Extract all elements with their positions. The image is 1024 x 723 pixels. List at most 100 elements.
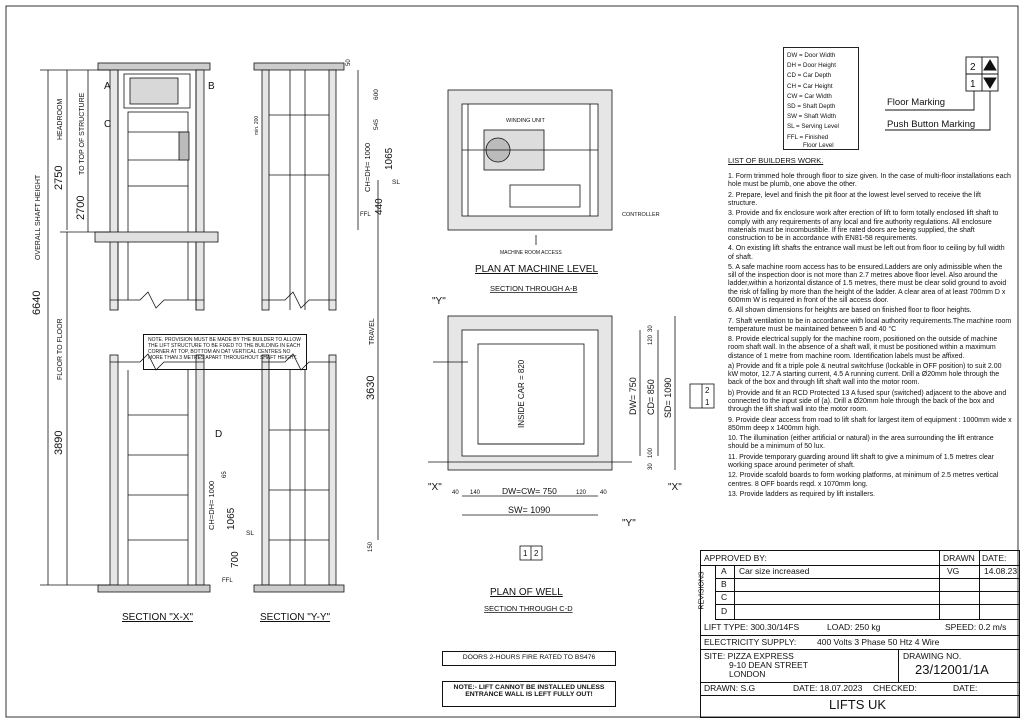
note-item: 4. On existing lift shafts the entrance … [728, 245, 1005, 261]
note-item: 6. All shown dimensions for heights are … [728, 307, 972, 315]
sl-left: SL [246, 530, 254, 537]
legend-item: FFL = Finished [787, 133, 829, 141]
cd-dim: CD= 850 [646, 379, 656, 415]
x-marker-right: "X" [668, 482, 682, 493]
dim-120-side: 120 [648, 334, 654, 345]
dim-1000b: CH=DH= 1000 [207, 481, 216, 530]
dwcw-dim: DW=CW= 750 [502, 486, 557, 496]
abbreviation-legend: DW = Door Width DH = Door Height CD = Ca… [783, 47, 859, 150]
note-item: 11. Provide temporary guarding around li… [728, 453, 994, 469]
rev-letter: D [721, 606, 728, 616]
section-yy-title: SECTION "Y-Y" [260, 612, 331, 623]
legend-item: Floor Level [803, 141, 834, 149]
sw-dim: SW= 1090 [508, 505, 550, 515]
electricity-value: 400 Volts 3 Phase 50 Htz 4 Wire [817, 637, 940, 647]
controller-label: CONTROLLER [622, 212, 660, 218]
lift-speed: SPEED: 0.2 m/s [945, 622, 1007, 632]
note-item: a) Provide and fit a triple pole & neutr… [728, 362, 1002, 387]
dim-700: 700 [230, 551, 241, 568]
dim-3630: 3630 [365, 376, 377, 400]
label-floor-to-floor: FLOOR TO FLOOR [57, 318, 64, 380]
dim-65: 65 [222, 471, 228, 478]
ffl-top: FFL [360, 212, 371, 218]
drawn-row: DRAWN: S.G DATE: 18.07.2023 CHECKED: DAT… [701, 682, 1019, 696]
rev-letter: B [721, 579, 727, 589]
section-ab-title: SECTION THROUGH A-B [490, 284, 577, 293]
svg-text:2: 2 [705, 386, 710, 395]
label-headroom: HEADROOM [57, 99, 64, 140]
revisions-column: REVISIONS [699, 565, 716, 619]
note-item: 3. Provide and fix enclosure work after … [728, 210, 999, 242]
legend-item: CD = Car Depth [787, 72, 832, 80]
w40b: 40 [600, 490, 607, 496]
floor-marking-label: Floor Marking [887, 97, 945, 108]
drawn-header: DRAWN [943, 553, 975, 563]
section-xx-title: SECTION "X-X" [122, 612, 193, 623]
dim-2750: 2750 [53, 166, 65, 190]
dim-1000: CH=DH= 1000 [363, 143, 372, 192]
site-address-2: LONDON [729, 669, 766, 679]
dim-3890: 3890 [53, 431, 65, 455]
marking-2: 2 [970, 62, 976, 73]
w120: 120 [576, 490, 587, 496]
site-name: SITE: PIZZA EXPRESS [704, 651, 794, 661]
dim-440: 440 [374, 198, 385, 215]
approved-row: APPROVED BY: DRAWN DATE: [701, 551, 1019, 566]
title-block: APPROVED BY: DRAWN DATE: REVISIONS A Car… [699, 550, 1020, 718]
plan-well-title: PLAN OF WELL [490, 587, 563, 598]
revision-row: B [715, 578, 1019, 592]
section-xx-drawing [40, 62, 219, 593]
w40a: 40 [452, 490, 459, 496]
winding-unit-label: WINDING UNIT [506, 118, 545, 124]
svg-text:2: 2 [534, 549, 539, 558]
plan-well-marking: 1 2 2 1 [519, 383, 715, 561]
revision-row: A Car size increased VG 14.08.23 [715, 565, 1019, 579]
dim-545: 545 [373, 119, 380, 130]
note-item: 8. Provide electrical supply for the mac… [728, 336, 998, 360]
drawn-date: DATE: 18.07.2023 [793, 683, 863, 693]
section-cd-title: SECTION THROUGH C-D [484, 604, 573, 613]
doors-fire-note: DOORS 2-HOURS FIRE RATED TO BS476 [442, 651, 616, 666]
dim-600: 600 [373, 89, 380, 100]
dim-1065b: 1065 [226, 507, 237, 530]
company-name: LIFTS UK [829, 697, 887, 712]
dim-150: 150 [368, 541, 374, 552]
marker-c: C [104, 119, 111, 130]
dim-50-top: 50 [346, 59, 352, 66]
lift-type-row: LIFT TYPE: 300.30/14FS LOAD: 250 kg SPEE… [701, 619, 1019, 636]
lift-load: LOAD: 250 kg [827, 622, 881, 632]
dim-30b: 30 [648, 463, 654, 470]
checked-date: DATE: [953, 683, 978, 693]
inside-car-dim: INSIDE CAR = 820 [517, 359, 526, 428]
marking-1: 1 [970, 79, 976, 90]
legend-item: SD = Shaft Depth [787, 103, 836, 111]
drawn-by: DRAWN: S.G [704, 683, 756, 693]
notes-title: LIST OF BUILDERS WORK. [728, 156, 824, 165]
label-overall-shaft-height: OVERALL SHAFT HEIGHT [35, 174, 42, 260]
legend-item: DH = Door Height [787, 62, 837, 70]
checked-label: CHECKED: [873, 683, 917, 693]
dim-1065: 1065 [384, 147, 395, 170]
plan-machine-drawing [447, 89, 613, 245]
marker-b: B [208, 81, 215, 92]
date-header: DATE: [982, 553, 1007, 563]
provision-note: NOTE. PROVISION MUST BE MADE BY THE BUIL… [143, 334, 307, 370]
plan-machine-title: PLAN AT MACHINE LEVEL [475, 264, 598, 275]
note-item: 7. Shaft ventilation to be in accordance… [728, 317, 1012, 333]
note-item: 5. A safe machine room access has to be … [728, 263, 1007, 304]
entrance-wall-note: NOTE:- LIFT CANNOT BE INSTALLED UNLESS E… [442, 681, 616, 707]
drawing-no-label: DRAWING NO. [903, 651, 962, 661]
note-item: 2. Prepare, level and finish the pit flo… [728, 191, 981, 207]
note-item: 12. Provide scafold boards to form worki… [728, 472, 999, 488]
x-marker-left: "X" [428, 482, 442, 493]
dim-6640: 6640 [31, 291, 43, 315]
w140: 140 [470, 490, 481, 496]
site-row: SITE: PIZZA EXPRESS 9-10 DEAN STREET LON… [701, 649, 1019, 683]
electricity-label: ELECTRICITY SUPPLY: [704, 637, 797, 647]
legend-item: SW = Shaft Width [787, 113, 837, 121]
legend-item: CW = Car Width [787, 92, 832, 100]
electricity-row: ELECTRICITY SUPPLY: 400 Volts 3 Phase 50… [701, 635, 1019, 650]
legend-item: SL = Serving Level [787, 123, 839, 131]
section-yy-drawing [253, 62, 379, 593]
